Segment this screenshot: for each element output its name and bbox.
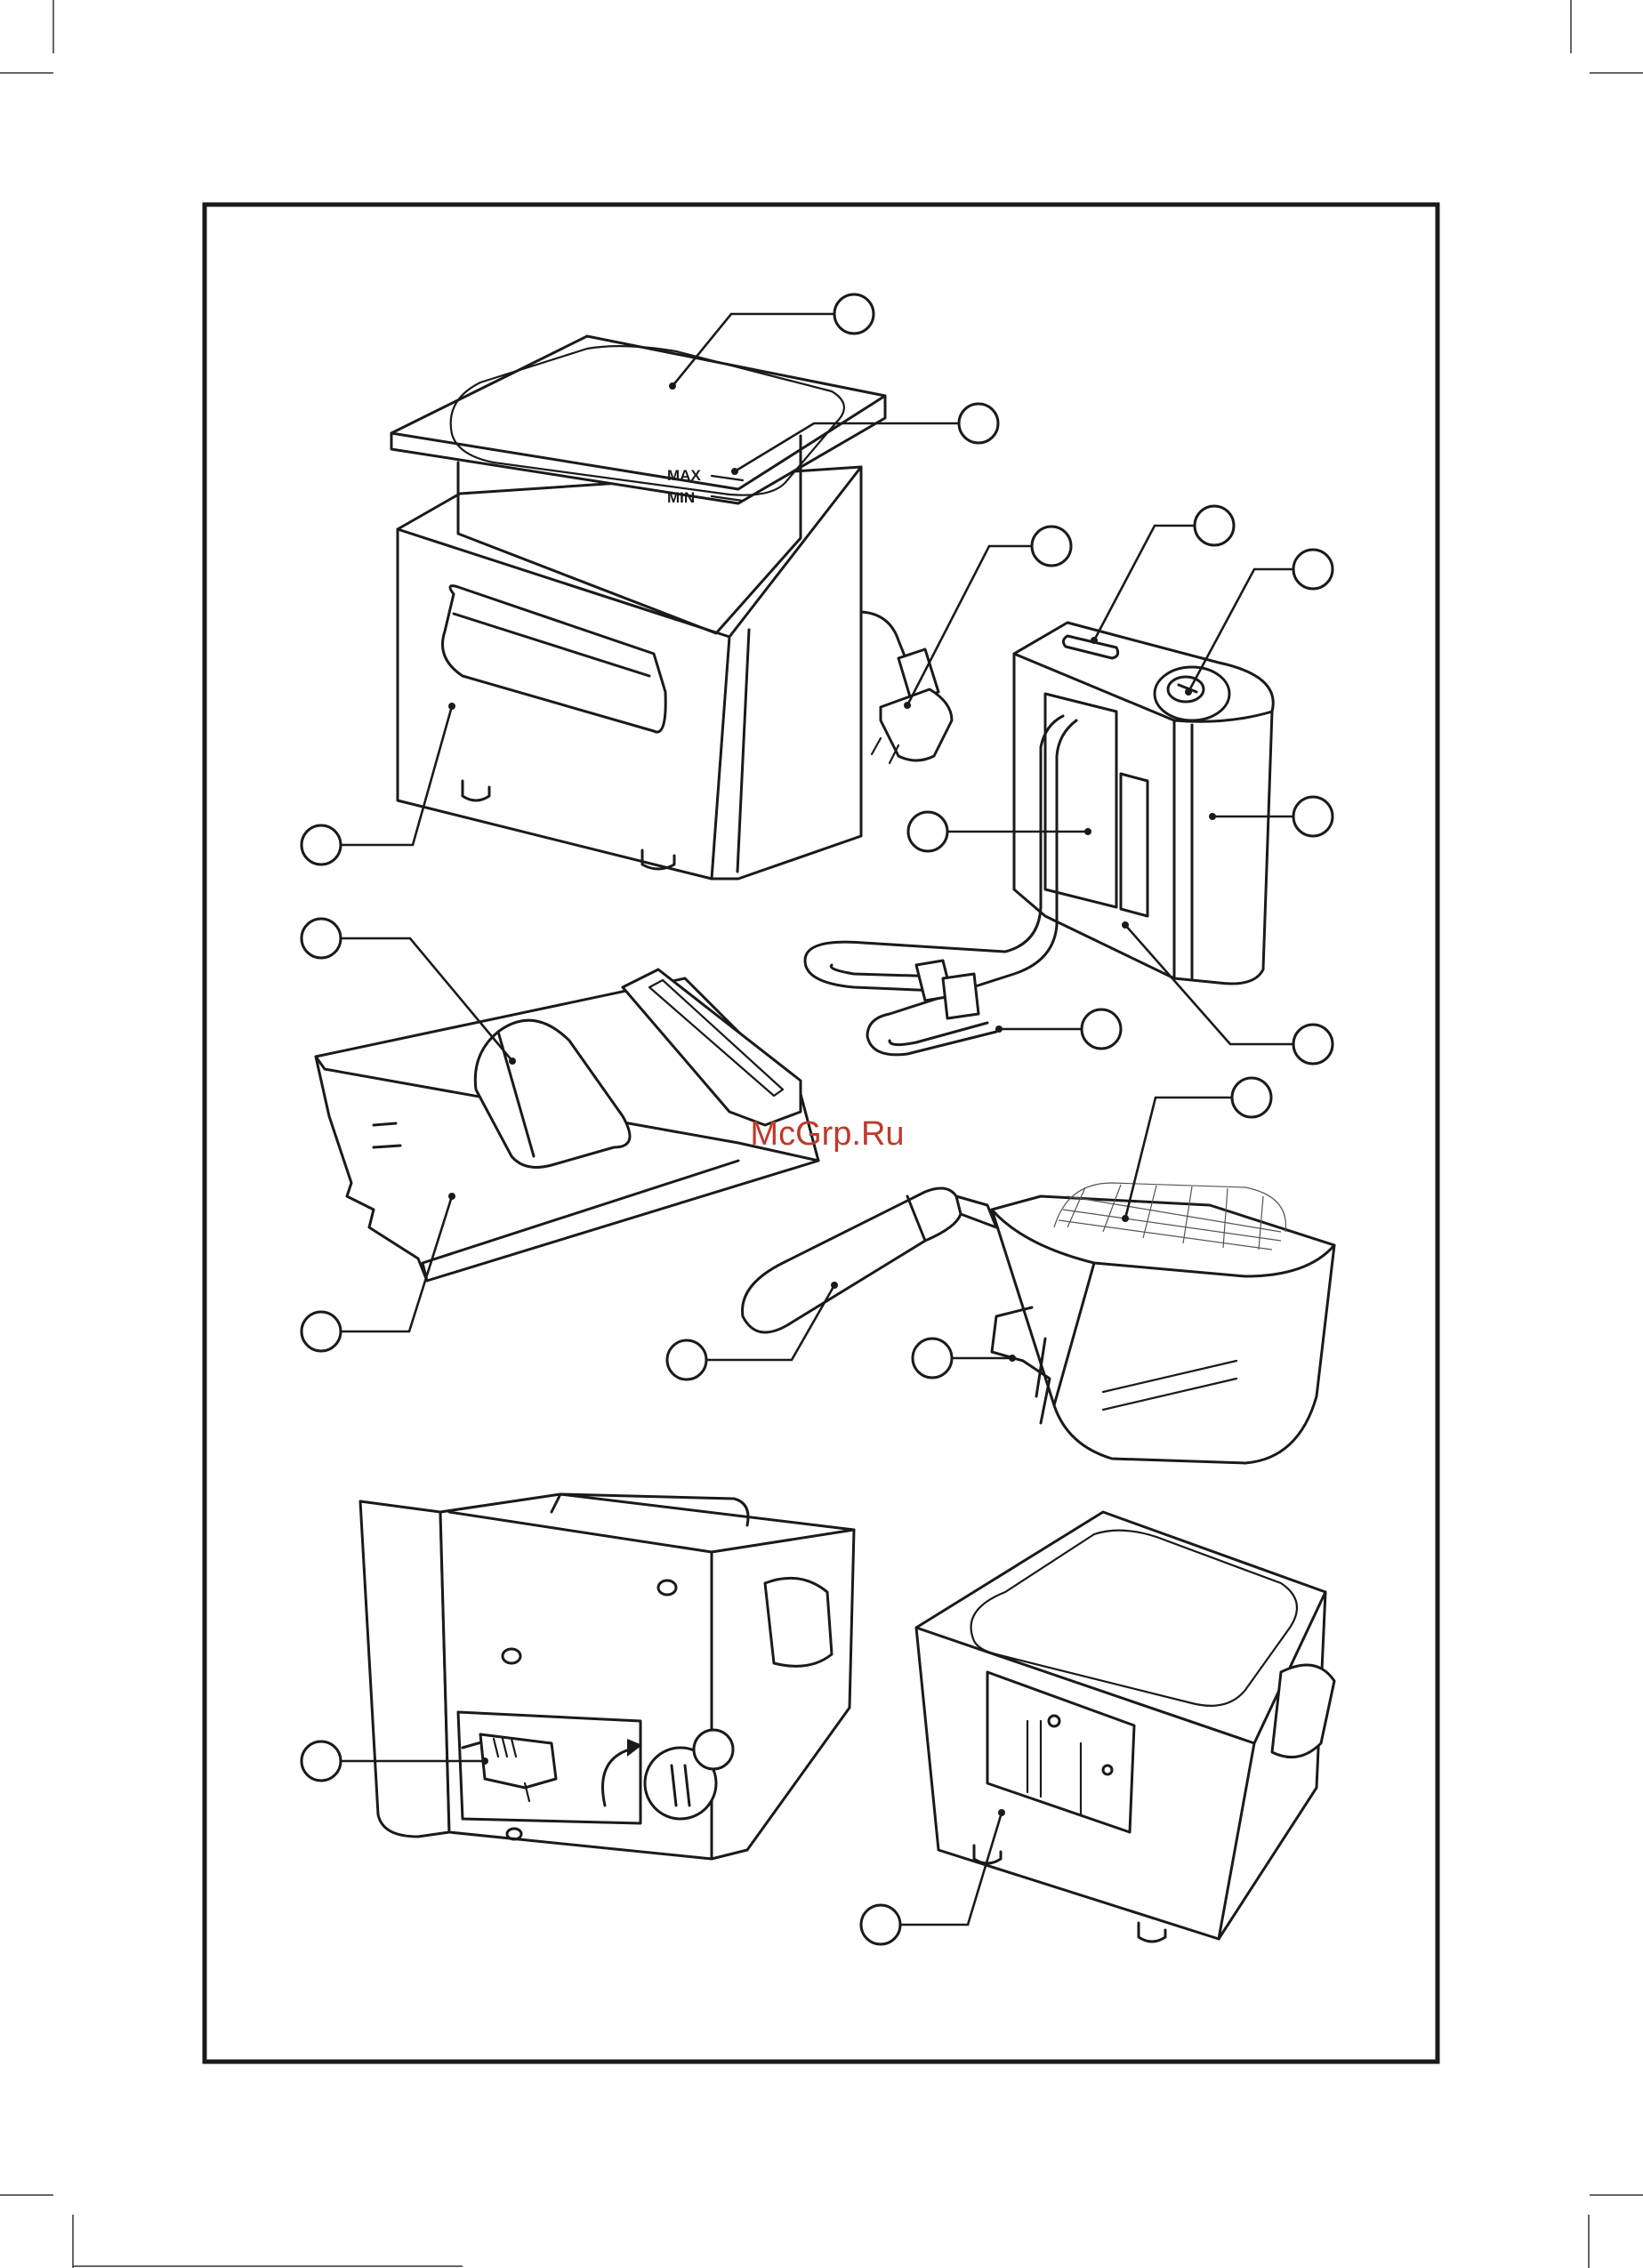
min-mark: MIN [667,489,695,506]
front-view-drawing [916,1512,1334,1942]
callout-c4 [1091,506,1234,644]
callout-c17 [694,1730,733,1769]
watermark: McGrp.Ru [750,1115,904,1153]
callout-c10 [995,1009,1121,1049]
lid-drawing [316,969,818,1281]
back-view-drawing [360,1494,854,1859]
control-unit-drawing [805,623,1273,1055]
callout-c15 [913,1339,1016,1378]
fryer-housing-drawing: MAX MIN [391,336,952,879]
max-mark: MAX [667,467,701,484]
basket-drawing [743,1183,1334,1463]
